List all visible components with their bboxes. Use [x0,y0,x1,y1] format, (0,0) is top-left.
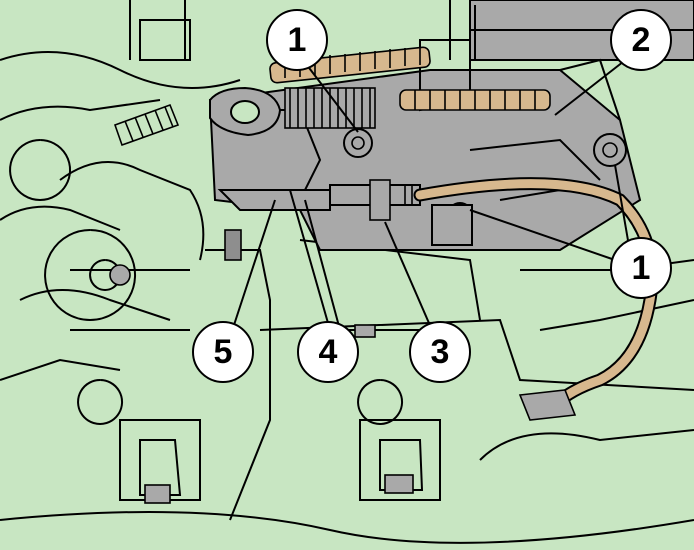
callout-4: 4 [297,321,359,383]
leader-lines [233,55,631,331]
callout-3-label: 3 [431,333,450,371]
callout-1-right: 1 [610,237,672,299]
callout-1-top-label: 1 [288,21,307,59]
callout-1-top: 1 [266,9,328,71]
callout-4-label: 4 [319,333,338,371]
callout-3: 3 [409,321,471,383]
springs [113,87,376,147]
callout-5-label: 5 [214,333,233,371]
bolts [109,128,627,504]
callout-2: 2 [610,9,672,71]
callout-5: 5 [192,321,254,383]
callout-1-right-label: 1 [632,249,651,287]
selector-rods [269,46,551,111]
lever-eye [209,86,282,137]
callout-2-label: 2 [632,21,651,59]
